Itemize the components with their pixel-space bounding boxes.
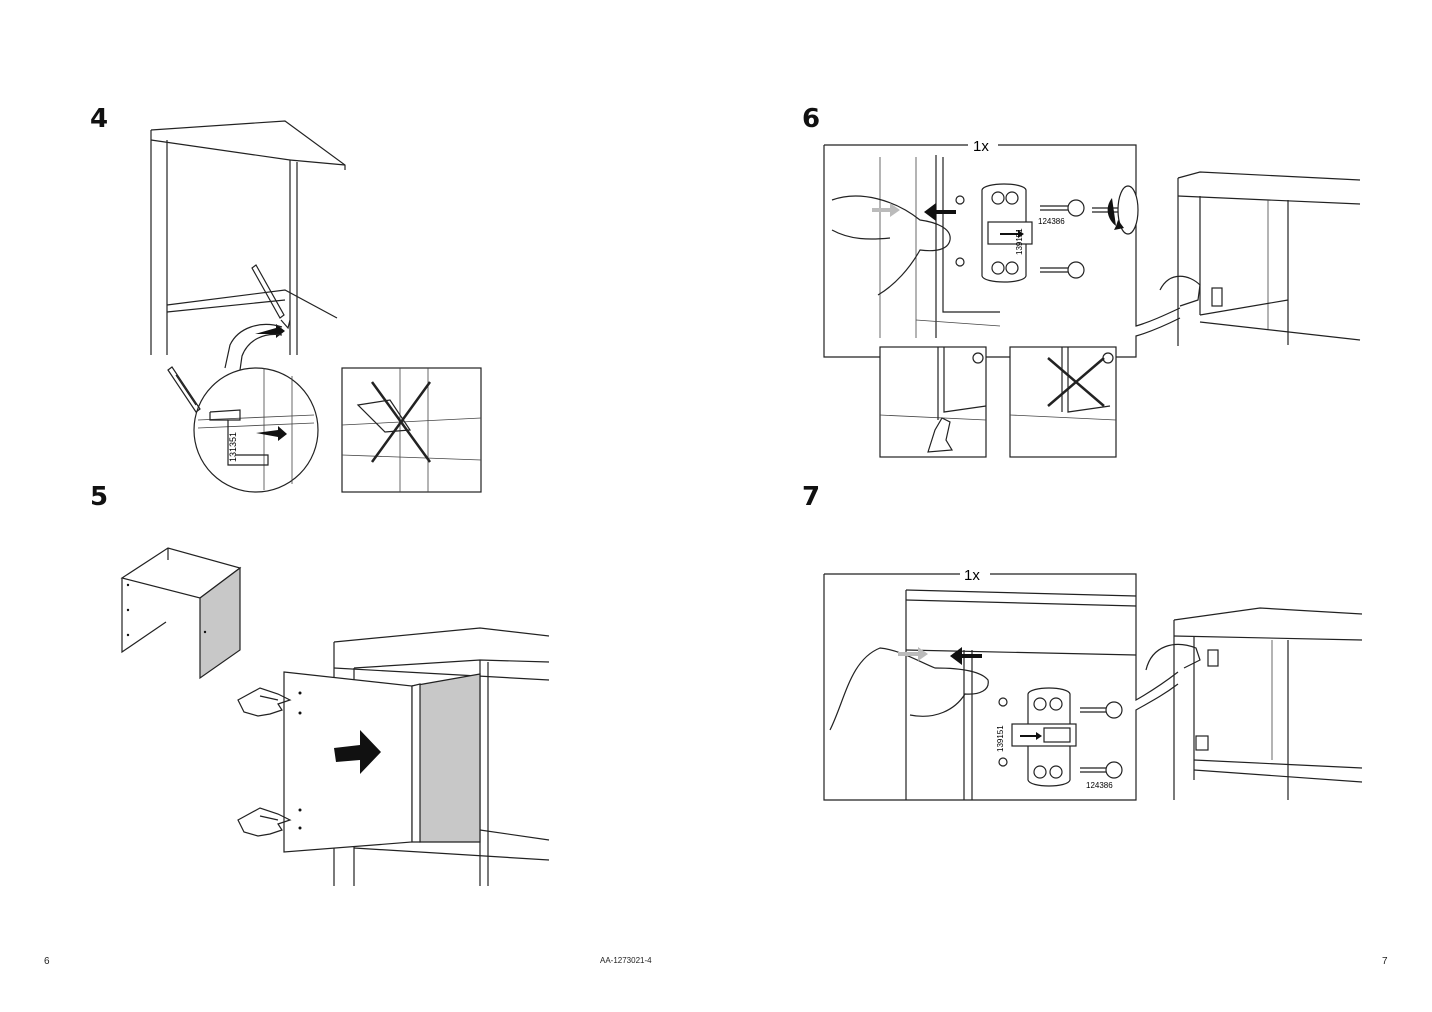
step-number-5: 5 bbox=[90, 482, 109, 512]
page-number-right: 7 bbox=[1382, 956, 1388, 967]
pointing-hand-icon bbox=[927, 417, 954, 453]
step6-hinge-part: 139151 bbox=[1015, 228, 1024, 255]
step4-part-number: 131351 bbox=[228, 432, 238, 462]
step6-correct-example bbox=[879, 346, 987, 458]
step7-screw-part: 124386 bbox=[1086, 781, 1113, 790]
step4-shelf-illustration bbox=[150, 120, 346, 371]
step4-detail-circle: 131351 bbox=[193, 367, 319, 493]
step5-side-panels bbox=[120, 547, 242, 680]
page-number-left: 6 bbox=[44, 956, 50, 967]
step7-cabinet-view bbox=[1145, 607, 1363, 800]
step-number-6: 6 bbox=[802, 104, 821, 134]
step-number-7: 7 bbox=[802, 482, 821, 512]
step7-hinge-part: 139151 bbox=[996, 725, 1005, 752]
step7-detail-frame: 1x 139151 124386 bbox=[823, 567, 1179, 801]
step7-quantity: 1x bbox=[964, 567, 980, 584]
pointing-hand-icon bbox=[237, 687, 292, 837]
pencil-icon bbox=[167, 366, 201, 413]
step6-cabinet-view bbox=[1159, 171, 1361, 346]
step6-quantity: 1x bbox=[973, 138, 989, 155]
step6-wrong-example bbox=[1009, 346, 1117, 458]
step4-wrong-example bbox=[341, 367, 482, 493]
step6-screw-part: 124386 bbox=[1038, 217, 1065, 226]
step-number-4: 4 bbox=[90, 104, 109, 134]
step5-shelf-unit bbox=[283, 627, 550, 886]
step6-detail-frame: 1x 139151 124386 bbox=[823, 138, 1181, 358]
document-code: AA-1273021-4 bbox=[600, 956, 652, 965]
